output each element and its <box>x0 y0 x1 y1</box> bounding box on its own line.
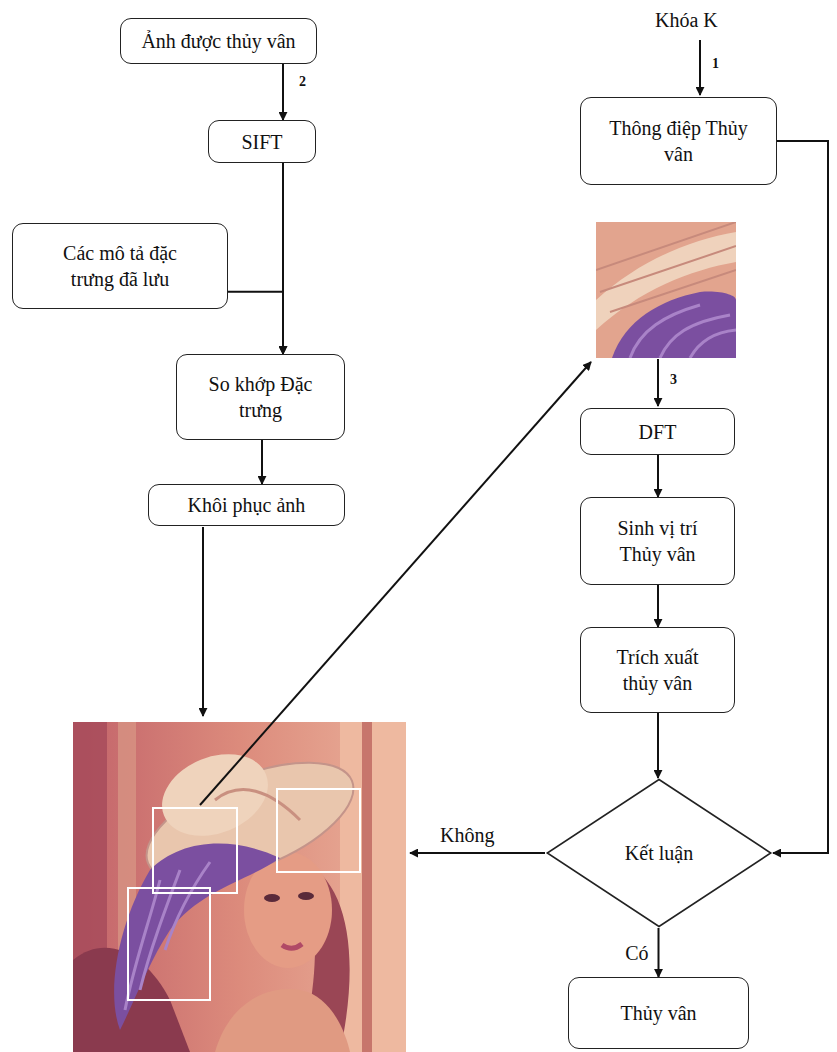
branch-label: Có <box>623 941 650 965</box>
process-box: Trích xuất thủy vân <box>580 627 735 713</box>
process-box: DFT <box>580 408 735 455</box>
flow-arrow <box>657 713 659 778</box>
result-box: Thủy vân <box>568 977 749 1049</box>
node-text: Các mô tả đặc trưng đã lưu <box>40 240 200 292</box>
no-arrow <box>410 852 545 854</box>
node-text: Thủy vân <box>620 1000 696 1026</box>
node-text: Sinh vị trí Thủy vân <box>598 515 718 567</box>
callout-number: 3 <box>670 372 677 389</box>
callout-number: 2 <box>297 74 308 91</box>
restore-arrow <box>202 527 204 716</box>
node-text: Ảnh được thủy vân <box>141 28 295 54</box>
branch-label: Không <box>440 823 494 847</box>
node-text: Trích xuất thủy vân <box>598 644 718 696</box>
node-text: DFT <box>639 419 677 445</box>
process-box: SIFT <box>208 120 316 163</box>
node-text: Thông điệp Thủy vân <box>609 115 749 167</box>
storage-box: Các mô tả đặc trưng đã lưu <box>12 223 228 309</box>
callout-number: 1 <box>712 56 719 73</box>
key-label: Khóa K <box>655 8 718 32</box>
key-arrow <box>699 40 701 95</box>
process-box: Sinh vị trí Thủy vân <box>580 497 735 585</box>
process-box: Ảnh được thủy vân <box>120 18 317 64</box>
portrait-image <box>73 722 406 1052</box>
flow-arrow <box>657 455 659 497</box>
flow-arrow <box>658 928 660 977</box>
node-text: So khớp Đặc trưng <box>208 371 313 423</box>
flow-arrow <box>657 585 659 627</box>
node-text: Khôi phục ảnh <box>188 492 306 518</box>
process-box: So khớp Đặc trưng <box>176 354 345 440</box>
process-box: Khôi phục ảnh <box>148 484 345 526</box>
diamond-shape <box>547 780 770 927</box>
node-text: SIFT <box>241 129 282 155</box>
patch-arrow <box>657 359 659 406</box>
flow-arrow <box>773 141 828 853</box>
flow-arrow <box>261 440 263 484</box>
process-box: Thông điệp Thủy vân <box>580 97 777 185</box>
cropped-patch <box>596 222 736 358</box>
flow-arrow <box>228 292 283 354</box>
decision-diamond: Kết luận <box>545 778 773 928</box>
node-text: Kết luận <box>625 840 693 866</box>
flow-arrow <box>282 64 284 120</box>
